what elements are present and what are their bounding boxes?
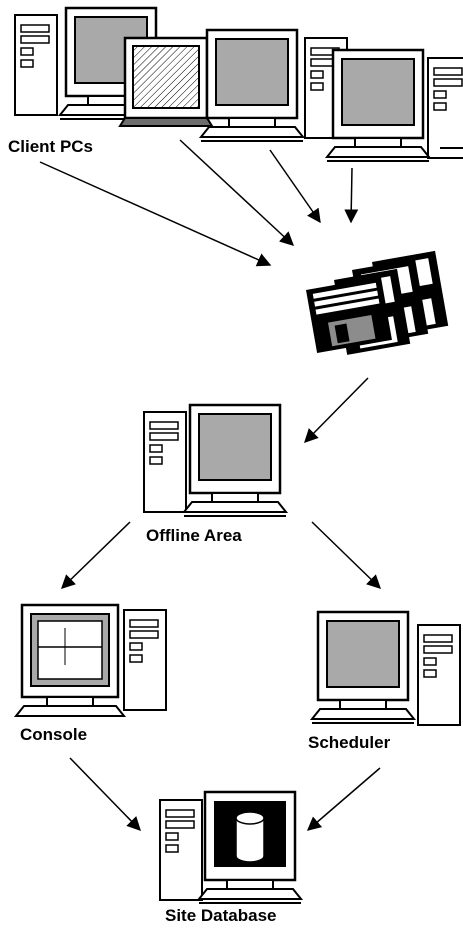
arrow-scheduler-to-database bbox=[306, 767, 381, 831]
client-pcs-label: Client PCs bbox=[8, 137, 93, 156]
client-pc-3 bbox=[199, 28, 348, 143]
site-database-computer: Site Database bbox=[159, 790, 304, 925]
arrow-console-to-database bbox=[69, 757, 141, 832]
console-computer: Console bbox=[13, 603, 167, 744]
console-monitor bbox=[13, 603, 127, 717]
site-database-monitor bbox=[196, 790, 304, 904]
console-label: Console bbox=[20, 725, 87, 744]
arrow-offline-to-scheduler bbox=[311, 521, 382, 589]
arrow-client4-to-disks bbox=[344, 167, 359, 224]
arrow-client1-to-disks bbox=[39, 161, 272, 267]
diskette-stack-icon bbox=[306, 250, 449, 355]
scheduler-computer: Scheduler bbox=[308, 610, 461, 752]
offline-area-computer: Offline Area bbox=[143, 403, 288, 545]
arrow-offline-to-console bbox=[60, 521, 131, 589]
client-pc-2 bbox=[118, 36, 214, 127]
client-arrows bbox=[39, 139, 359, 267]
site-database-label: Site Database bbox=[165, 906, 277, 925]
arrow-client3-to-disks bbox=[269, 149, 321, 224]
scheduler-label: Scheduler bbox=[308, 733, 391, 752]
database-cylinder-icon bbox=[235, 811, 265, 863]
offline-area-label: Offline Area bbox=[146, 526, 242, 545]
client-pc-2-monitor bbox=[118, 36, 214, 127]
arrow-disks-to-offline bbox=[304, 377, 369, 443]
arrow-client2-to-disks bbox=[179, 139, 295, 246]
client-pc-cluster: Client PCs bbox=[8, 6, 463, 163]
client-pc-4 bbox=[325, 48, 463, 163]
